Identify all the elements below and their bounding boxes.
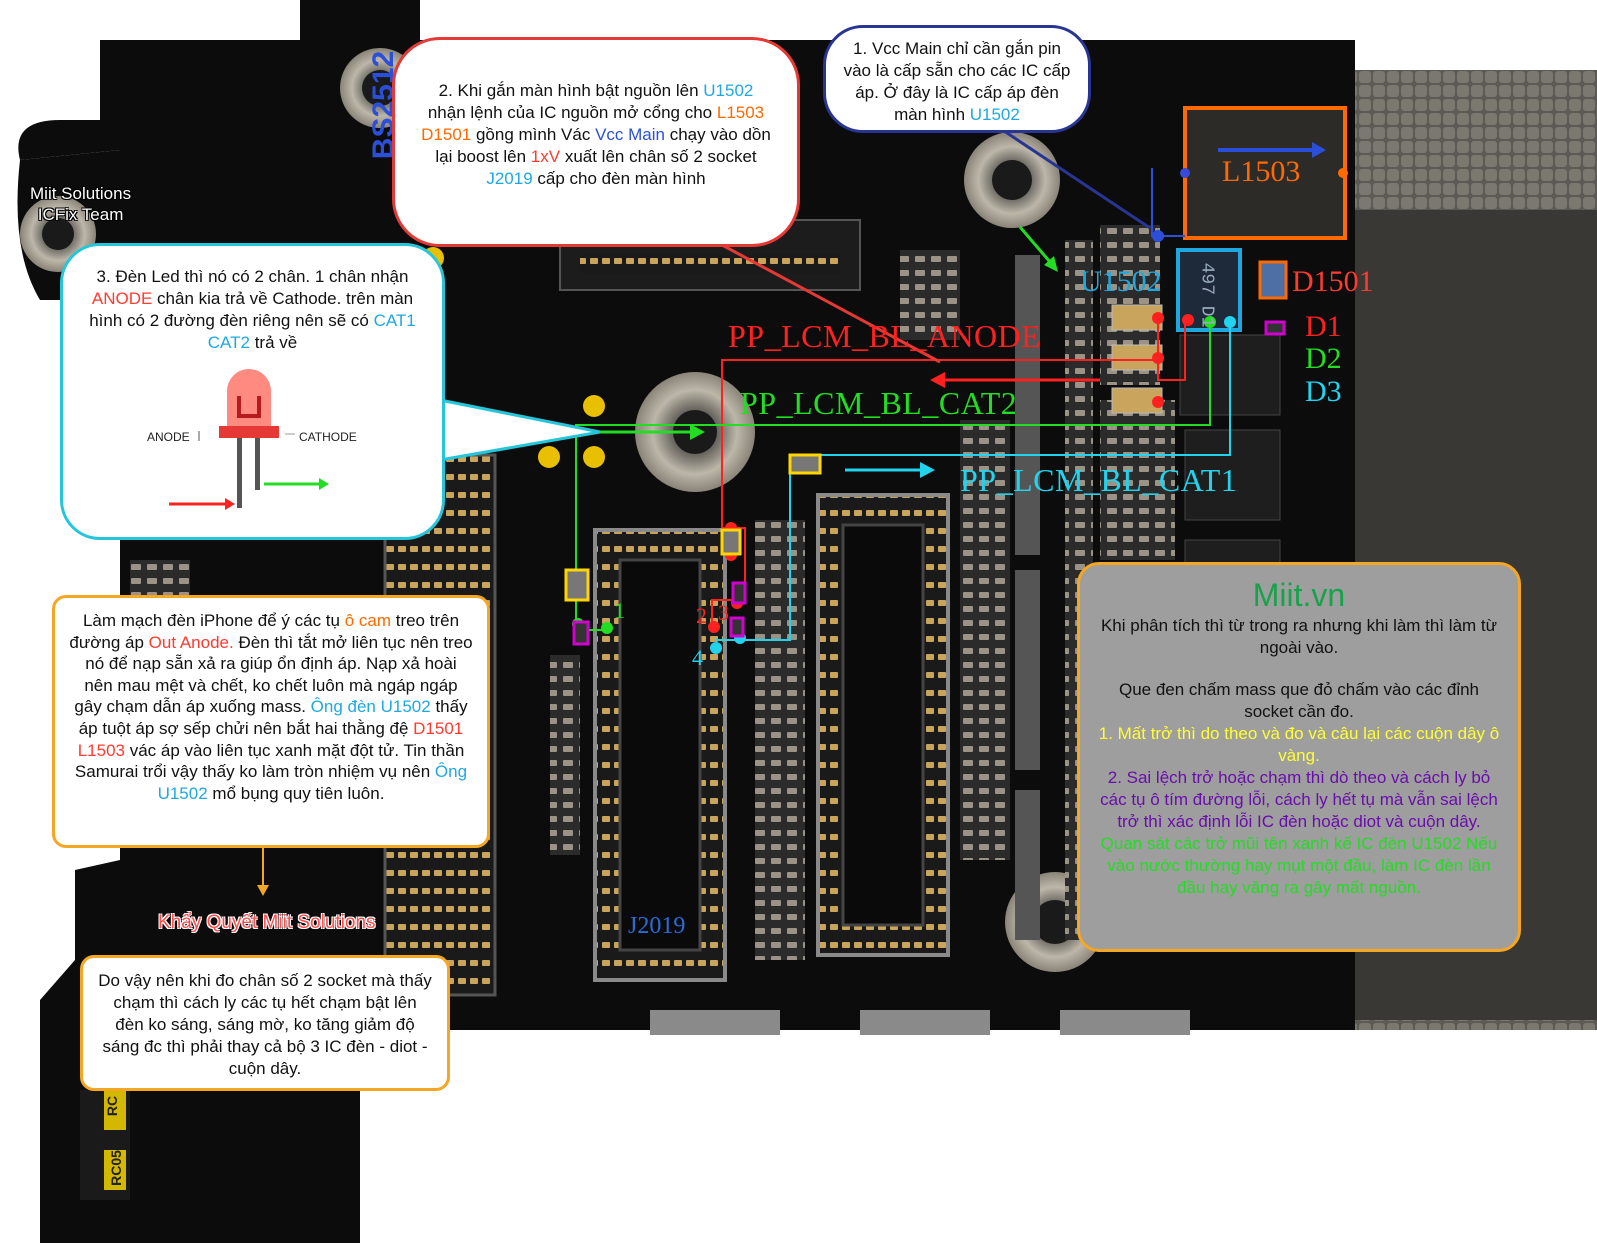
note4-ong-den: Ông đèn U1502	[310, 697, 431, 717]
note2-l1503-d1501: L1503 D1501	[421, 103, 765, 144]
note2-voltage: 1xV	[530, 147, 561, 166]
note1-u1502: U1502	[969, 105, 1020, 124]
rc-code-1: RC	[104, 1095, 121, 1117]
d3-label: D3	[1305, 375, 1342, 408]
net-anode-label: PP_LCM_BL_ANODE	[728, 318, 1042, 354]
pin-3-label: 3	[718, 600, 729, 625]
note2-t7: chạy vào dồn lại boost lên	[435, 125, 771, 166]
net-cat1-label: PP_LCM_BL_CAT1	[960, 462, 1238, 498]
chip-small-text: 497 D1	[1196, 262, 1217, 328]
note5-text: Do vậy nên khi đo chân số 2 socket mà th…	[98, 971, 432, 1078]
note3-t1: 3. Đèn Led thì nó có 2 chân. 1 chân nhận	[96, 267, 409, 286]
note4-t5: Đèn thì tắt mở liên tục nên treo nó để n…	[74, 632, 473, 717]
rc-code-2: RC05	[107, 1150, 124, 1186]
signature: Khẩy Quyết Miit Solutions	[158, 912, 376, 933]
j2019-label: J2019	[628, 913, 686, 939]
note2-u1502: U1502	[703, 81, 754, 100]
note-boost: 2. Khi gắn màn hình bật nguồn lên U1502 …	[392, 37, 800, 247]
d1501-label: D1501	[1292, 265, 1374, 298]
note6-p3: 1. Mất trở thì do theo và đo và câu lại …	[1098, 724, 1500, 765]
note-capacitors: Làm mạch đèn iPhone để ý các tụ ô cam tr…	[52, 595, 490, 848]
u1502-label: U1502	[1080, 265, 1162, 298]
d1-label: D1	[1305, 310, 1342, 343]
note2-t9: xuất lên chân số 2 socket	[560, 147, 757, 166]
note6-p1: Khi phân tích thì từ trong ra nhưng khi …	[1100, 616, 1498, 657]
note1-text: 1. Vcc Main chỉ cần gắn pin vào là cấp s…	[843, 39, 1071, 124]
note4-ong-u1502: Ông U1502	[157, 762, 468, 803]
d2-label: D2	[1305, 342, 1342, 375]
note4-t9: vác áp vào liên tục xanh mặt đột tử. Tin…	[74, 740, 465, 782]
led-cathode-label: CATHODE	[299, 430, 357, 444]
note4-o-cam: ô cam	[344, 611, 391, 630]
note6-p5: Quan sát các trở mũi tên xanh kế IC đèn …	[1100, 834, 1498, 897]
led-drawing	[169, 369, 329, 510]
note-led: 3. Đèn Led thì nó có 2 chân. 1 chân nhận…	[60, 243, 445, 540]
note3-t3: chân kia trả về Cathode. trên màn hình c…	[89, 289, 414, 330]
note2-t1: 2. Khi gắn màn hình bật nguồn lên	[438, 81, 704, 100]
anode-trace	[1157, 320, 1186, 381]
l1503-label: L1503	[1222, 155, 1301, 188]
note2-t11: cấp cho đèn màn hình	[532, 169, 706, 188]
note2-t5: gồng mình Vác	[471, 125, 596, 144]
pin-2-label: 2	[696, 603, 707, 628]
note4-t3: treo trên đường áp	[69, 611, 460, 652]
note2-t3: nhận lệnh của IC nguồn mở cổng cho	[427, 103, 717, 122]
note4-t1: Làm mạch đèn iPhone để ý các tụ	[82, 611, 345, 630]
note2-vcc-main: Vcc Main	[595, 125, 665, 144]
note3-t7: trả về	[249, 333, 298, 352]
note-miit: Miit.vn Khi phân tích thì từ trong ra nh…	[1077, 562, 1521, 952]
note-vcc-main: 1. Vcc Main chỉ cần gắn pin vào là cấp s…	[823, 25, 1091, 133]
note-socket-pin2: Do vậy nên khi đo chân số 2 socket mà th…	[80, 955, 450, 1091]
logo-line-2: ICFix Team	[37, 205, 124, 224]
note3-cat1: CAT1	[373, 311, 416, 330]
note3-cat2: CAT2	[207, 333, 250, 352]
note4-t7: thấy áp tuột áp sợ sếp chửi nên bắt hai …	[78, 697, 468, 738]
logo: Miit Solutions ICFix Team	[30, 183, 131, 225]
d1501-diode	[1258, 260, 1288, 300]
logo-line-1: Miit Solutions	[30, 184, 132, 203]
pin-1-label: 1	[614, 598, 625, 623]
note4-t11: mổ bụng quy tiên luôn.	[207, 783, 385, 803]
note6-p4: 2. Sai lệch trở hoặc chạm thì dò theo và…	[1100, 768, 1498, 831]
note6-p2: Que đen chấm mass que đỏ chấm vào các đỉ…	[1118, 680, 1480, 721]
note3-text: 3. Đèn Led thì nó có 2 chân. 1 chân nhận…	[83, 266, 422, 354]
note4-out-anode: Out Anode.	[148, 632, 234, 652]
pin-4-label: 4	[692, 645, 703, 670]
note3-anode: ANODE	[91, 289, 153, 308]
note6-title: Miit.vn	[1252, 577, 1346, 613]
l1503-inductor	[1183, 106, 1347, 240]
led-anode-label: ANODE	[147, 430, 190, 444]
note2-j2019: J2019	[486, 169, 533, 188]
net-cat2-label: PP_LCM_BL_CAT2	[740, 385, 1018, 421]
note4-d1501-l1503: D1501 L1503	[77, 718, 464, 760]
